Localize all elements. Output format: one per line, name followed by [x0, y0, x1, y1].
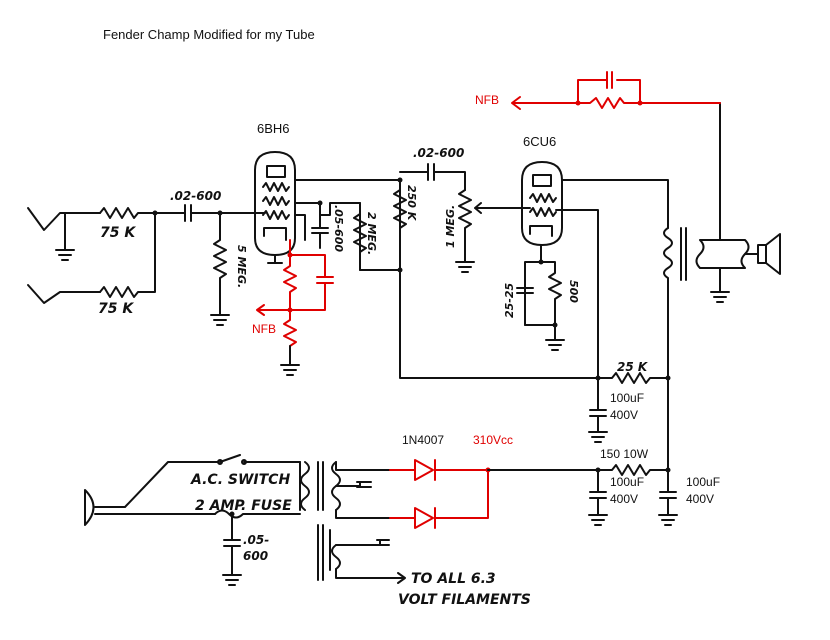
capacitor-coupling-1-label: .02-600 — [170, 189, 221, 203]
tube-6cu6 — [509, 161, 669, 263]
capacitor-filter-3 — [658, 461, 678, 526]
resistor-plate-load-label: 250 K — [405, 185, 418, 222]
resistor-filter-2-label: 150 10W — [600, 447, 649, 461]
nfb-label-top: NFB — [475, 93, 499, 107]
resistor-cathode-label: 500 — [567, 280, 580, 303]
input-jack-1 — [27, 207, 101, 231]
input-ground — [55, 212, 75, 261]
ac-switch-label: A.C. SWITCH — [190, 472, 290, 488]
nfb-feedback-network — [511, 71, 721, 110]
rectifier-diodes — [389, 459, 489, 529]
output-transformer — [663, 102, 750, 379]
nfb-arrow-left — [256, 304, 291, 316]
capacitor-screen — [311, 214, 329, 249]
speaker-icon — [744, 233, 781, 275]
rectifier-label: 1N4007 — [402, 433, 444, 447]
capacitor-coupling-1 — [154, 204, 263, 222]
filament-arrow — [394, 572, 406, 584]
tube-power-label: 6CU6 — [523, 134, 556, 149]
capacitor-line-label-a: .05- — [243, 533, 269, 547]
potentiometer-volume — [455, 189, 511, 273]
ac-plug — [84, 454, 301, 526]
capacitor-filter-1 — [588, 377, 608, 443]
resistor-input-2-label: 75 K — [98, 301, 134, 317]
filament-label-2: VOLT FILAMENTS — [398, 592, 531, 608]
capacitor-line — [222, 513, 242, 586]
capacitor-filter-3-label-a: 100uF — [686, 475, 720, 489]
tube-preamp-label: 6BH6 — [257, 121, 290, 136]
resistor-grid-1-label: 5 MEG. — [235, 245, 248, 288]
nfb-cathode-network — [283, 254, 334, 311]
capacitor-filter-2-label-a: 100uF — [610, 475, 644, 489]
power-transformer — [300, 461, 396, 581]
b-plus-label: 310Vcc — [473, 433, 513, 447]
nfb-label-left: NFB — [252, 322, 276, 336]
resistor-plate-1-label: 2 MEG. — [365, 212, 378, 255]
input-jack-2 — [27, 284, 101, 304]
resistor-filter-1 — [597, 372, 669, 384]
filament-label-1: TO ALL 6.3 — [411, 571, 496, 587]
potentiometer-volume-label: 1 MEG. — [444, 205, 457, 248]
resistor-input-1-label: 75 K — [100, 225, 136, 241]
capacitor-cathode-label: 25-25 — [503, 282, 516, 318]
fuse-label: 2 AMP. FUSE — [195, 498, 292, 514]
capacitor-coupling-2-label: .02-600 — [413, 146, 464, 160]
capacitor-line-label-b: 600 — [243, 549, 268, 563]
capacitor-filter-2-label-b: 400V — [610, 492, 638, 506]
cathode-bypass-network — [516, 261, 565, 351]
resistor-cathode-1 — [280, 309, 300, 376]
capacitor-filter-3-label-b: 400V — [686, 492, 714, 506]
resistor-filter-2 — [597, 464, 669, 476]
tube-6bh6 — [254, 151, 296, 264]
resistor-grid-1 — [210, 212, 230, 326]
capacitor-coupling-2 — [399, 163, 466, 191]
capacitor-screen-label: .05-600 — [332, 205, 345, 252]
page-title: Fender Champ Modified for my Tube — [103, 27, 315, 42]
resistor-plate-1 — [353, 202, 367, 271]
resistor-input-1 — [99, 207, 156, 219]
resistor-filter-1-label: 25 K — [617, 360, 649, 374]
capacitor-filter-1-label-a: 100uF — [610, 391, 644, 405]
resistor-input-2 — [99, 212, 156, 298]
capacitor-filter-2 — [588, 469, 608, 526]
resistor-plate-load — [393, 179, 407, 271]
capacitor-filter-1-label-b: 400V — [610, 408, 638, 422]
